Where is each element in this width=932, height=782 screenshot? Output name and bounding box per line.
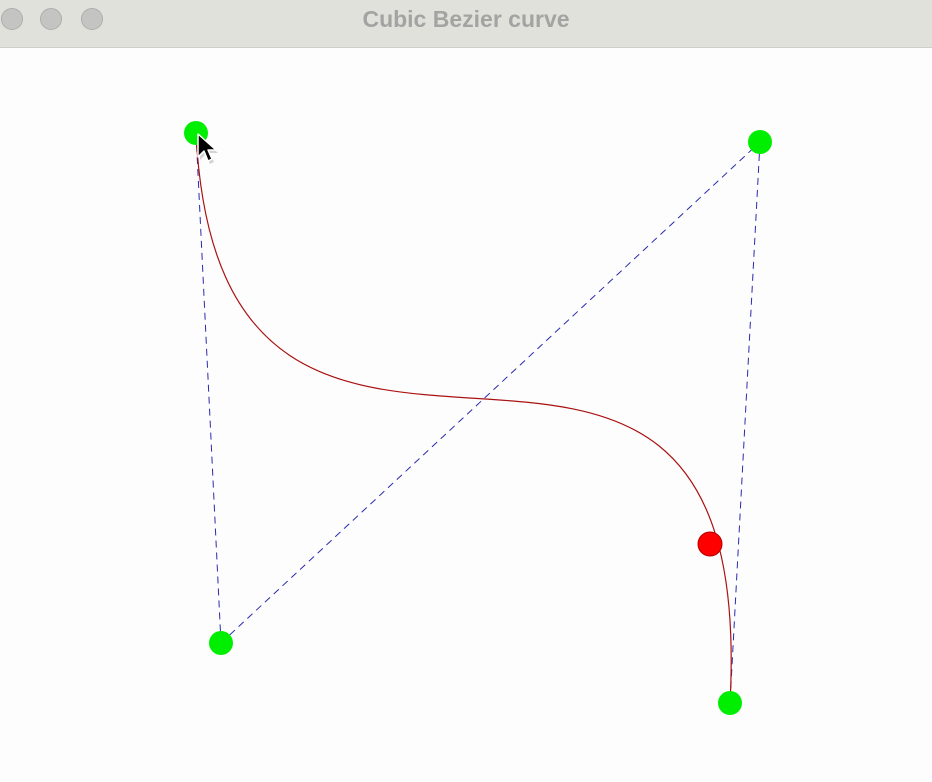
control-point-p1[interactable] <box>209 631 233 655</box>
mouse-pointer-icon <box>197 133 218 164</box>
control-line-p0-p1 <box>195 132 222 644</box>
control-polygon <box>195 132 761 704</box>
zoom-button-icon[interactable] <box>81 8 103 30</box>
minimize-button-icon[interactable] <box>40 8 62 30</box>
tracer-point <box>697 531 723 557</box>
control-line-p2-p3 <box>729 141 761 704</box>
control-point-p3[interactable] <box>718 691 742 715</box>
close-button-icon[interactable] <box>1 8 23 30</box>
window-title: Cubic Bezier curve <box>362 6 570 32</box>
control-point-p2[interactable] <box>748 130 772 154</box>
title-bar[interactable]: Cubic Bezier curve <box>0 0 932 48</box>
bezier-curve <box>195 132 732 704</box>
control-line-p1-p2 <box>220 141 761 644</box>
